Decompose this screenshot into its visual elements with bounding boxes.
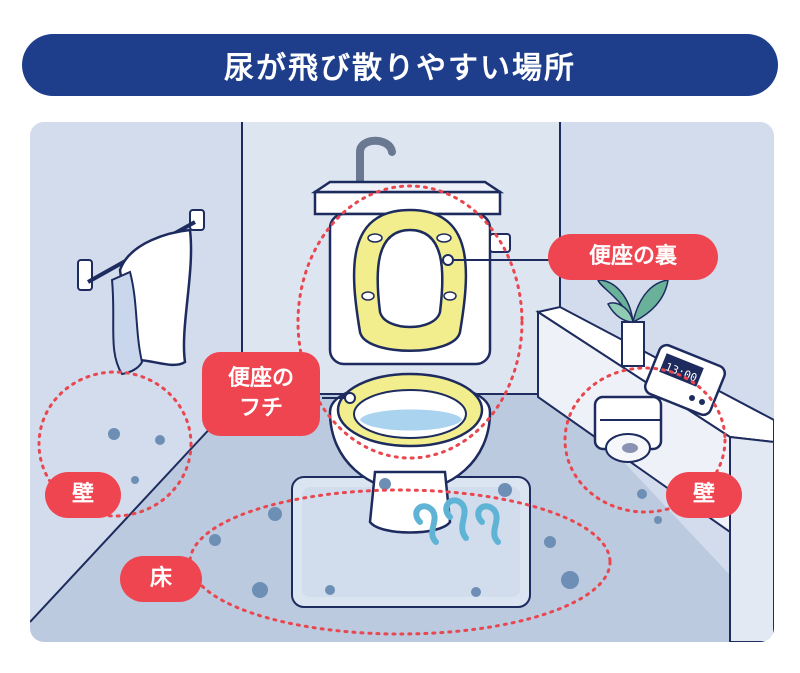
- label-seat-rim: 便座の フチ: [202, 352, 320, 436]
- zone-floor: [188, 488, 612, 636]
- towel-icon: [77, 209, 205, 376]
- page-title: 尿が飛び散りやすい場所: [224, 51, 576, 86]
- plant-icon: [597, 279, 669, 367]
- splash-zones: [37, 184, 727, 636]
- label-wall-left: 壁: [45, 472, 121, 518]
- odor-icon: [413, 497, 501, 545]
- label-wall-right: 壁: [666, 472, 742, 518]
- splash-icon: [108, 428, 662, 598]
- zone-right-wall: [563, 366, 727, 514]
- zone-left-wall: [37, 370, 193, 518]
- toilet-icon: [310, 136, 511, 534]
- clock-icon: 13:00: [643, 343, 727, 417]
- title-banner: 尿が飛び散りやすい場所: [22, 34, 778, 96]
- label-floor: 床: [120, 556, 202, 602]
- zone-seat: [296, 184, 524, 460]
- toilet-paper-icon: [593, 395, 663, 463]
- label-seat-back: 便座の裏: [548, 234, 718, 280]
